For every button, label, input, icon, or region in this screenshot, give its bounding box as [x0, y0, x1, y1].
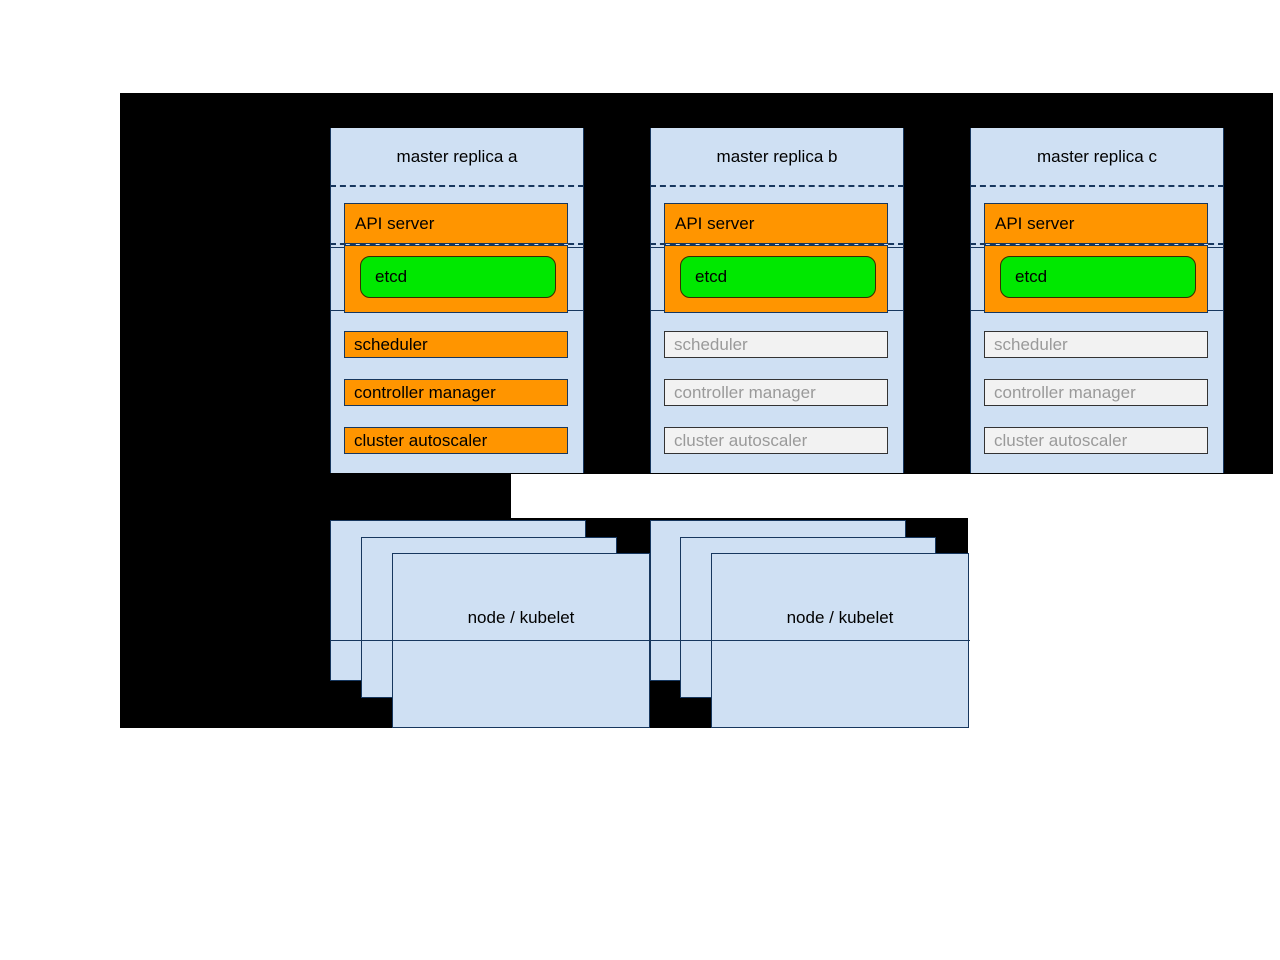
replica-a-etcd-label: etcd [375, 267, 408, 286]
node-group-2-divider [650, 640, 970, 641]
replica-a-controller-manager[interactable]: controller manager [344, 379, 568, 406]
replica-b-scheduler[interactable]: scheduler [664, 331, 888, 358]
replica-b-controller-manager[interactable]: controller manager [664, 379, 888, 406]
replica-b-api-server[interactable]: API server [664, 203, 888, 244]
replica-c-controller-manager[interactable]: controller manager [984, 379, 1208, 406]
replica-b-etcd-label: etcd [695, 267, 728, 286]
replica-c-scheduler[interactable]: scheduler [984, 331, 1208, 358]
replica-c-divider-top [970, 185, 1224, 187]
node-group-1-label: node / kubelet [467, 608, 575, 627]
node-group-1-divider [330, 640, 650, 641]
replica-a-divider-top [330, 185, 584, 187]
replica-c-title: master replica c [1037, 147, 1157, 166]
replica-b-etcd[interactable]: etcd [680, 256, 876, 298]
replica-b-api-server-label: API server [675, 213, 755, 233]
replica-a-divider-api [330, 243, 584, 245]
replica-a-scheduler[interactable]: scheduler [344, 331, 568, 358]
node-group-2-label: node / kubelet [786, 608, 894, 627]
replica-c-etcd[interactable]: etcd [1000, 256, 1196, 298]
replica-a-title: master replica a [396, 147, 518, 166]
replica-a-etcd[interactable]: etcd [360, 256, 556, 298]
replica-b-divider-top [650, 185, 904, 187]
replica-b-cluster-autoscaler[interactable]: cluster autoscaler [664, 427, 888, 454]
replica-a-api-server[interactable]: API server [344, 203, 568, 244]
replica-c-api-server[interactable]: API server [984, 203, 1208, 244]
replica-c-divider-api [970, 243, 1224, 245]
replica-c-api-server-label: API server [995, 213, 1075, 233]
replica-c-etcd-label: etcd [1015, 267, 1048, 286]
replica-a-cluster-autoscaler[interactable]: cluster autoscaler [344, 427, 568, 454]
backdrop-panel-midleft [120, 474, 511, 518]
replica-b-divider-api [650, 243, 904, 245]
replica-c-cluster-autoscaler[interactable]: cluster autoscaler [984, 427, 1208, 454]
replica-b-title: master replica b [716, 147, 838, 166]
replica-a-api-server-label: API server [355, 213, 435, 233]
